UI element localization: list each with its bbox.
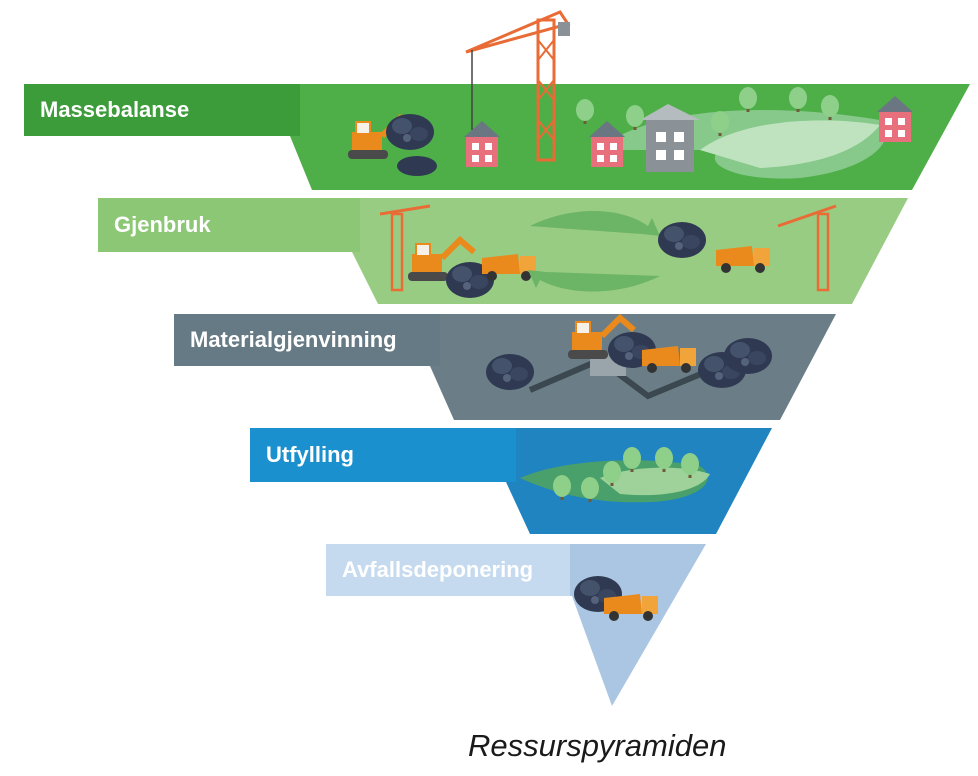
crane-icon	[379, 204, 431, 292]
crane-icon	[465, 10, 571, 162]
level-label-massebalanse: Massebalanse	[40, 97, 190, 122]
level-gjenbruk	[98, 198, 908, 304]
crane-icon	[777, 204, 837, 292]
label-strip-gjenbruk	[98, 198, 360, 252]
level-label-gjenbruk: Gjenbruk	[114, 212, 211, 237]
level-avfallsdeponering	[326, 544, 706, 706]
label-strip-materialgjenvinning	[174, 314, 440, 366]
level-label-materialgjenvinning: Materialgjenvinning	[190, 327, 397, 352]
level-label-utfylling: Utfylling	[266, 442, 354, 467]
label-strip-utfylling	[250, 428, 516, 482]
diagram-caption: Ressurspyramiden	[468, 728, 727, 763]
level-utfylling	[250, 428, 772, 534]
level-materialgjenvinning	[174, 314, 836, 420]
label-strip-avfallsdeponering	[326, 544, 570, 596]
cycle-arrow-top	[530, 211, 660, 236]
label-strip-massebalanse	[24, 84, 300, 136]
level-massebalanse	[24, 10, 970, 190]
level-label-avfallsdeponering: Avfallsdeponering	[342, 557, 534, 582]
cycle-arrow-bottom	[528, 270, 660, 292]
